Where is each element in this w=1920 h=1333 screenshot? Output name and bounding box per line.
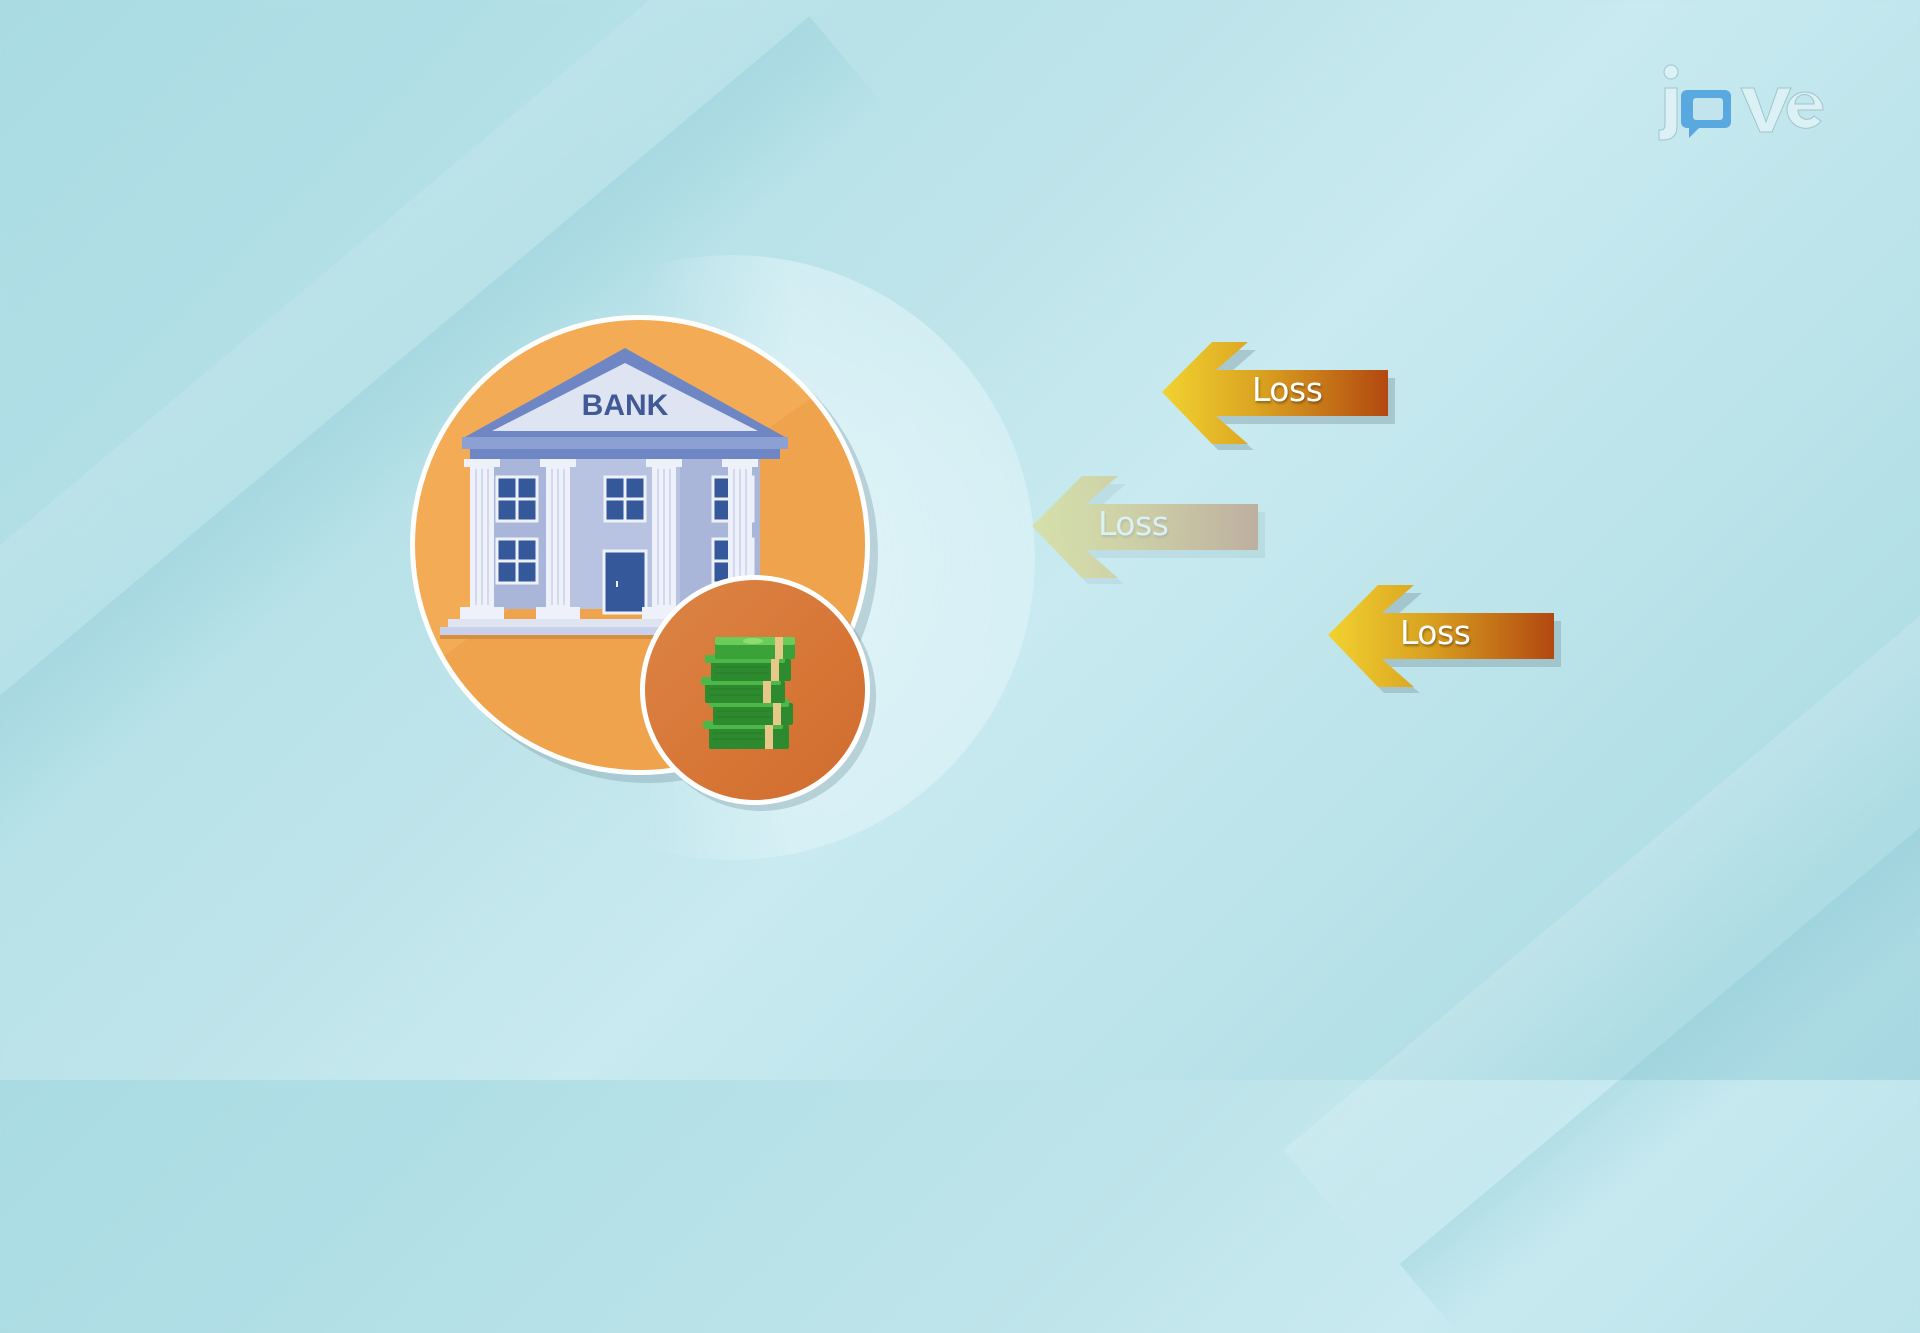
bank-building-icon: BANK — [440, 348, 810, 639]
arrow-left-icon — [1032, 476, 1265, 584]
loss-label: Loss — [1098, 504, 1169, 543]
jove-logo — [1655, 60, 1825, 145]
arrow-left-icon — [1328, 585, 1561, 693]
loss-label: Loss — [1400, 613, 1471, 652]
loss-label: Loss — [1252, 370, 1323, 409]
loss-arrow: Loss — [1326, 583, 1561, 693]
speech-bubble-icon — [1681, 90, 1731, 138]
loss-arrow: Loss — [1160, 340, 1395, 450]
bank-sign: BANK — [582, 389, 669, 422]
arrow-left-icon — [1162, 342, 1395, 450]
background-streak — [1283, 442, 1920, 1258]
cash-stack-icon — [701, 637, 795, 749]
loss-arrow-faded: Loss — [1030, 474, 1265, 584]
